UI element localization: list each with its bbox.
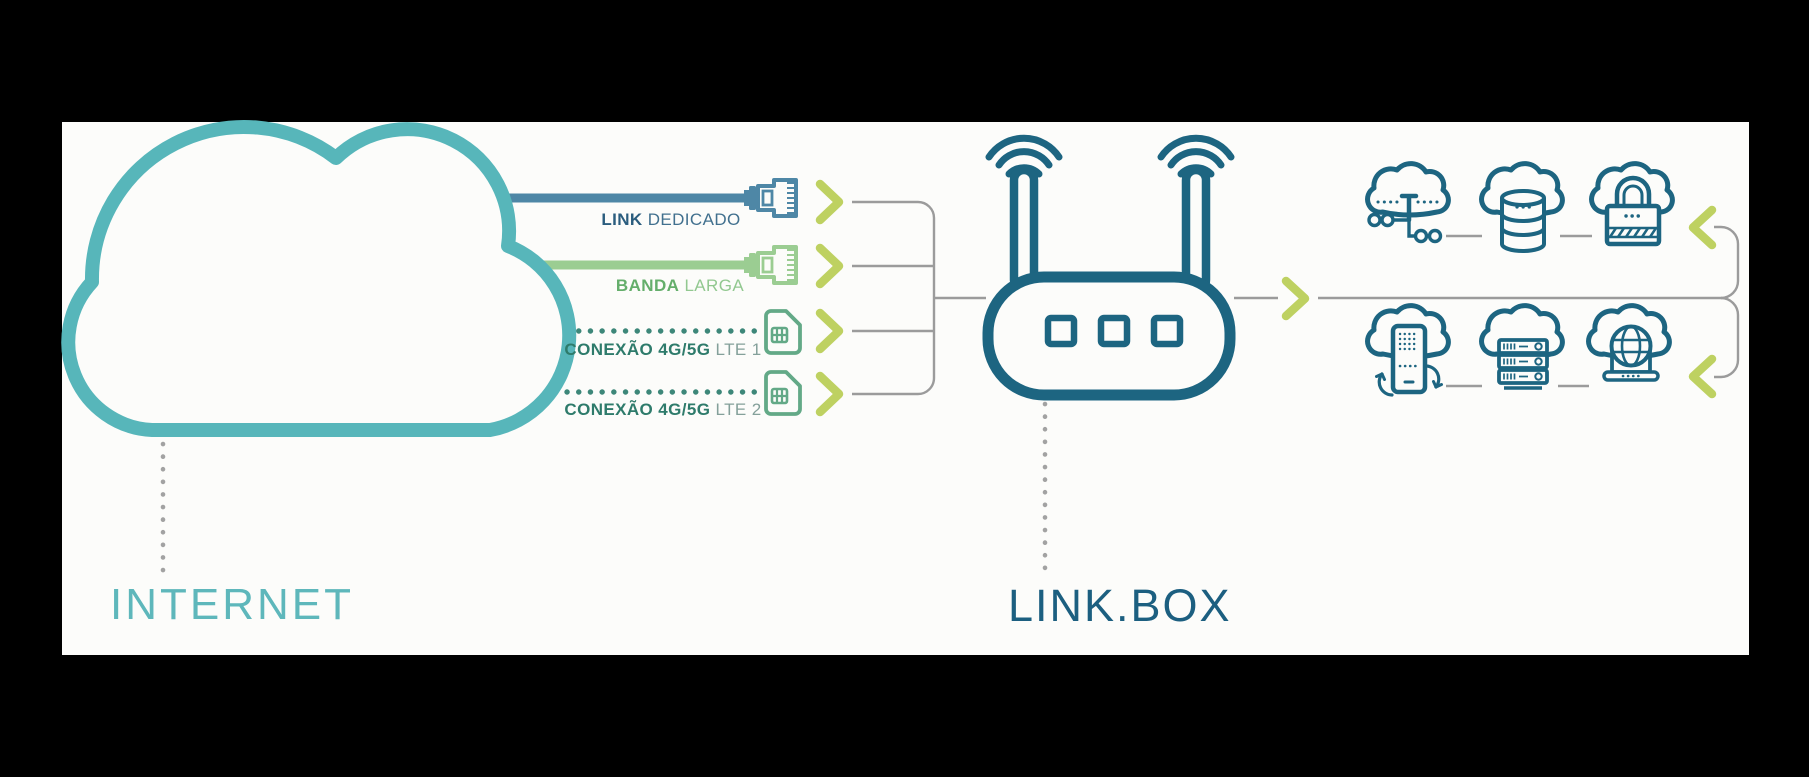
- label-rest: LARGA: [684, 276, 745, 295]
- chevron-right-icon: [815, 179, 844, 225]
- label-strong: CONEXÃO 4G/5G: [564, 340, 711, 359]
- ethernet-plug-icon: [744, 245, 798, 285]
- cloud-security-icon: [1589, 161, 1675, 247]
- internet-title: INTERNET: [110, 580, 354, 629]
- label-rest: LTE 2: [715, 400, 762, 419]
- cloud-server-icon: [1479, 303, 1565, 390]
- router-antenna: [1181, 165, 1211, 295]
- router: [982, 134, 1236, 401]
- label-banda-larga: BANDA LARGA: [520, 276, 840, 296]
- chevron-right-icon: [815, 308, 844, 354]
- chevron-right-icon: [815, 243, 844, 289]
- router-port: [1150, 314, 1184, 348]
- label-strong: CONEXÃO 4G/5G: [564, 400, 711, 419]
- internet-cloud: [61, 119, 577, 437]
- merge-bracket: [852, 200, 986, 396]
- chevron-right-icon: [1281, 276, 1310, 321]
- ethernet-plug-icon: [744, 178, 798, 218]
- router-port: [1097, 314, 1131, 348]
- router-antenna: [1009, 165, 1039, 295]
- chevron-left-icon: [1688, 205, 1717, 250]
- router-body: [982, 271, 1236, 401]
- label-rest: DEDICADO: [647, 210, 741, 229]
- cloud-web-icon: [1586, 303, 1672, 382]
- sim-card-icon: [764, 370, 802, 416]
- label-conexao-lte1: CONEXÃO 4G/5G LTE 1: [503, 340, 823, 360]
- output-lines: [1234, 205, 1740, 399]
- sim-card-icon: [764, 309, 802, 355]
- label-strong: BANDA: [615, 276, 680, 295]
- router-port: [1044, 314, 1078, 348]
- chevron-left-icon: [1688, 354, 1717, 399]
- cloud-mobile-sync-icon: [1365, 303, 1451, 397]
- chevron-right-icon: [815, 371, 844, 417]
- label-conexao-lte2: CONEXÃO 4G/5G LTE 2: [503, 400, 823, 420]
- fork-bracket: [1714, 225, 1740, 379]
- linkbox-title: LINK.BOX: [1008, 580, 1232, 631]
- label-rest: LTE 1: [715, 340, 762, 359]
- label-link-dedicado: LINK DEDICADO: [511, 210, 831, 230]
- label-strong: LINK: [601, 210, 643, 229]
- cloud-network-icon: [1365, 161, 1451, 244]
- cloud-database-icon: [1479, 161, 1565, 253]
